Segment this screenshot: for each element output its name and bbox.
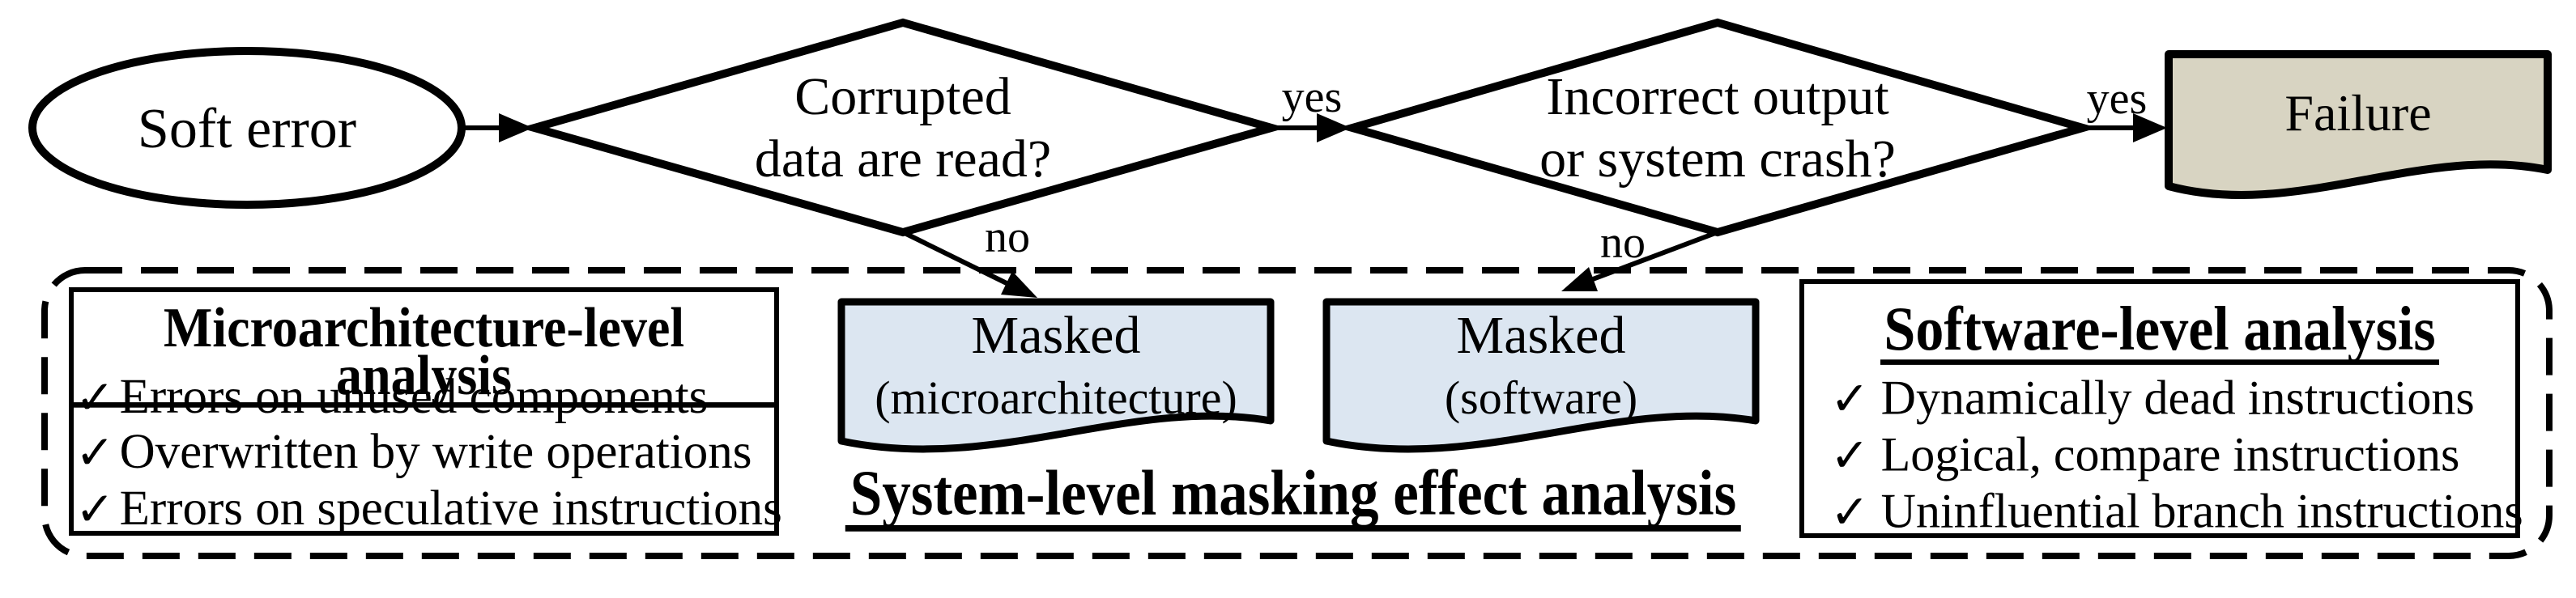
system-analysis-title: System-level masking effect analysis — [845, 461, 1742, 532]
software-analysis-box: Software-level analysis ✓ Dynamically de… — [1799, 279, 2523, 540]
micro-analysis-item-text: Overwritten by write operations — [119, 425, 752, 479]
check-icon: ✓ — [1830, 372, 1870, 425]
arrowhead-start-to-decision1 — [499, 113, 533, 142]
edge-label-no-2: no — [1600, 218, 1646, 268]
check-icon: ✓ — [75, 371, 115, 424]
micro-analysis-item-3: ✓ Errors on speculative instructions — [75, 481, 782, 537]
micro-analysis-item-text: Errors on speculative instructions — [119, 481, 782, 536]
edge-decision1-no-to-masked-micro — [901, 230, 1008, 286]
arrowhead-decision2-to-failure — [2133, 113, 2167, 142]
software-analysis-item-text: Uninfluential branch instructions — [1880, 484, 2523, 538]
micro-analysis-box: Microarchitecture-level analysis ✓ Error… — [69, 287, 782, 537]
decision2-diamond-shape — [1337, 18, 2098, 237]
decision2-label-line1: Incorrect output — [1546, 67, 1889, 126]
edge-label-yes-2: yes — [2086, 74, 2148, 124]
masked-micro-label-line1: Masked — [971, 306, 1141, 365]
software-analysis-item-2: ✓ Logical, compare instructions — [1830, 427, 2459, 483]
software-analysis-heading: Software-level analysis — [1804, 295, 2515, 365]
decision1-label-line2: data are read? — [754, 129, 1052, 189]
edge-decision2-no-to-masked-software — [1591, 230, 1719, 282]
masked-micro-doc-shape — [837, 298, 1275, 453]
micro-analysis-item-1: ✓ Errors on unused components — [75, 369, 708, 426]
check-icon: ✓ — [75, 426, 115, 479]
masked-software-label-line2: (software) — [1444, 371, 1638, 424]
micro-analysis-item-2: ✓ Overwritten by write operations — [75, 424, 752, 481]
arrowhead-decision1-no — [1001, 271, 1037, 298]
start-node-label: Soft error — [137, 98, 357, 160]
check-icon: ✓ — [1830, 429, 1870, 481]
masked-software-label-line1: Masked — [1456, 306, 1626, 365]
failure-node-label: Failure — [2284, 84, 2432, 142]
arrowhead-decision2-no — [1561, 267, 1598, 291]
micro-analysis-item-text: Errors on unused components — [119, 370, 709, 424]
software-analysis-item-1: ✓ Dynamically dead instructions — [1830, 371, 2475, 426]
micro-analysis-heading: Microarchitecture-level analysis — [74, 299, 774, 408]
software-analysis-item-text: Dynamically dead instructions — [1880, 371, 2475, 425]
decision1-label-line1: Corrupted — [794, 67, 1011, 126]
check-icon: ✓ — [1830, 486, 1870, 538]
check-icon: ✓ — [75, 483, 115, 536]
edge-label-no-1: no — [985, 212, 1030, 262]
software-analysis-item-text: Logical, compare instructions — [1880, 427, 2460, 481]
decision1-diamond-shape — [519, 18, 1287, 237]
edge-label-yes-1: yes — [1281, 72, 1343, 122]
software-analysis-item-3: ✓ Uninfluential branch instructions — [1830, 484, 2523, 540]
masked-micro-label-line2: (microarchitecture) — [875, 371, 1237, 424]
decision2-label-line2: or system crash? — [1539, 129, 1896, 189]
arrowhead-decision1-to-decision2 — [1317, 113, 1351, 142]
masked-software-doc-shape — [1322, 298, 1760, 453]
failure-doc-shape — [2165, 50, 2552, 199]
system-analysis-dashed-border — [41, 267, 2553, 559]
